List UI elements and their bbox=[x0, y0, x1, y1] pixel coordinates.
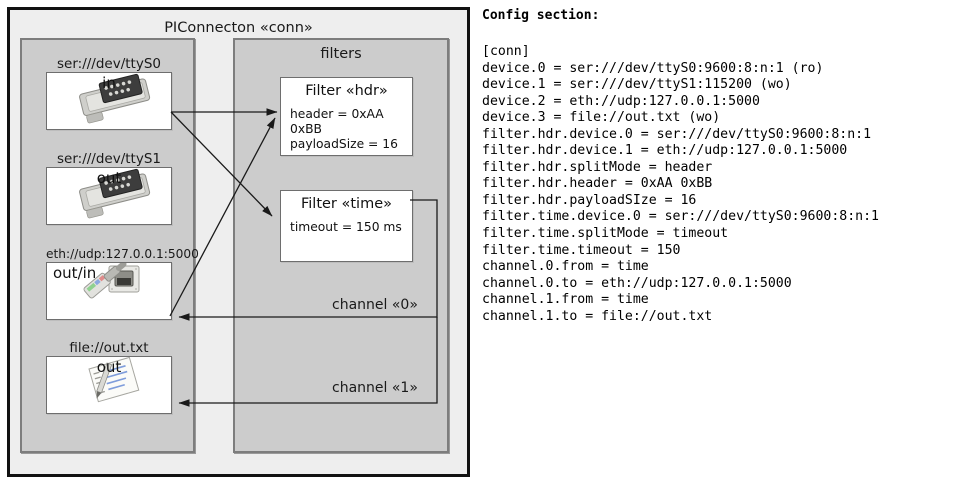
filters-panel: filters Filter «hdr» header = 0xAA 0xBB … bbox=[233, 38, 449, 453]
wire-channel0 bbox=[178, 199, 438, 321]
connection-wires bbox=[169, 108, 438, 407]
device-file[interactable]: file://out.txt out bbox=[46, 340, 172, 414]
device-direction-serial-0: in bbox=[102, 74, 116, 92]
filter-time-prop-timeout: timeout = 150 ms bbox=[290, 220, 402, 234]
device-label-ethernet: eth://udp:127.0.0.1:5000 bbox=[46, 247, 199, 261]
devices-panel: ser:///dev/ttyS0 in bbox=[20, 38, 199, 453]
filter-hdr[interactable]: Filter «hdr» header = 0xAA 0xBB payloadS… bbox=[280, 77, 413, 156]
filter-time-title: Filter «time» bbox=[300, 196, 393, 212]
wire-eth-to-hdr bbox=[169, 117, 276, 317]
serial-port-icon bbox=[47, 168, 171, 224]
device-direction-serial-1: out bbox=[96, 169, 122, 187]
page-title: PIConnecton «conn» bbox=[164, 20, 313, 36]
device-box-serial-1[interactable]: out bbox=[46, 167, 172, 225]
filter-hdr-title: Filter «hdr» bbox=[305, 83, 388, 99]
filter-time[interactable]: Filter «time» timeout = 150 ms bbox=[280, 190, 413, 262]
device-box-file[interactable]: out bbox=[46, 356, 172, 414]
device-serial-1[interactable]: ser:///dev/ttyS1 out bbox=[46, 151, 172, 225]
device-direction-file: out bbox=[96, 358, 122, 376]
device-label-serial-1: ser:///dev/ttyS1 bbox=[57, 151, 161, 167]
ethernet-jack-icon bbox=[47, 263, 171, 319]
wire-serial0-to-time bbox=[170, 111, 273, 217]
channel-0-label: channel «0» bbox=[332, 297, 418, 313]
notepad-pencil-icon bbox=[47, 357, 171, 413]
config-section: Config section: [conn] device.0 = ser://… bbox=[482, 0, 964, 484]
device-label-serial-0: ser:///dev/ttyS0 bbox=[57, 56, 161, 72]
serial-port-icon bbox=[47, 73, 171, 129]
device-box-ethernet[interactable]: out/in bbox=[46, 262, 172, 320]
filters-panel-title: filters bbox=[320, 46, 362, 62]
device-box-serial-0[interactable]: in bbox=[46, 72, 172, 130]
channel-1-label: channel «1» bbox=[332, 380, 418, 396]
wire-channel1 bbox=[178, 317, 438, 407]
filter-hdr-prop-payload: payloadSize = 16 bbox=[290, 137, 398, 151]
config-heading: Config section: bbox=[482, 8, 600, 23]
device-direction-ethernet: out/in bbox=[53, 264, 97, 282]
device-label-file: file://out.txt bbox=[69, 340, 149, 356]
device-ethernet[interactable]: eth://udp:127.0.0.1:5000 out/in bbox=[46, 246, 199, 320]
architecture-diagram: PIConnecton «conn» ser:///dev/ttyS0 in bbox=[0, 0, 472, 484]
config-text: [conn] device.0 = ser:///dev/ttyS0:9600:… bbox=[482, 44, 879, 324]
filter-hdr-prop-header: header = 0xAA 0xBB bbox=[290, 107, 384, 136]
device-serial-0[interactable]: ser:///dev/ttyS0 in bbox=[46, 56, 172, 130]
